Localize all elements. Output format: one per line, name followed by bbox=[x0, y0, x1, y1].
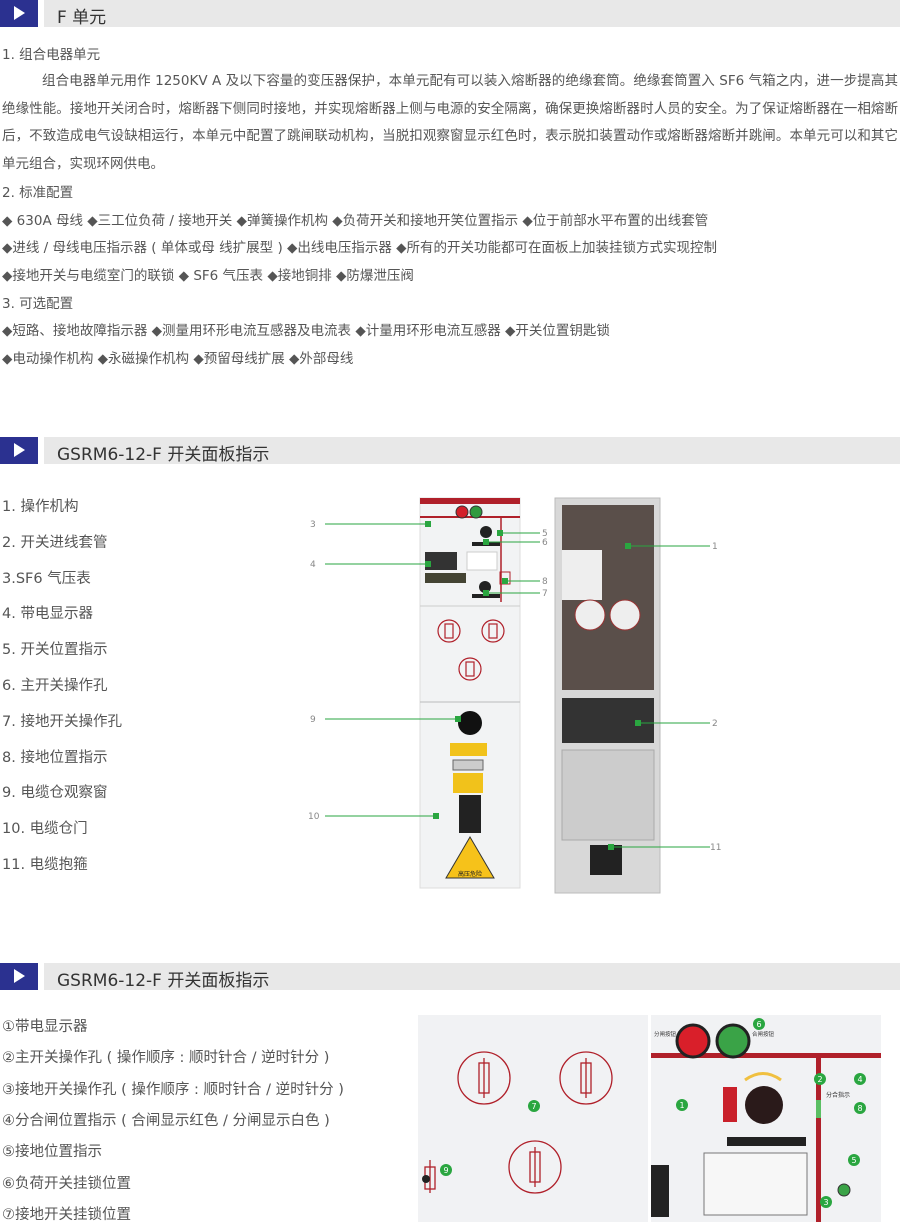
component-list-item: 3.SF6 气压表 bbox=[2, 570, 91, 587]
description-paragraph: 组合电器单元用作 1250KV A 及以下容量的变压器保护，本单元配有可以装入熔… bbox=[2, 73, 898, 173]
callout-label: 7 bbox=[542, 589, 548, 599]
marker-label: 5 bbox=[851, 1156, 856, 1165]
component-list-item: 8. 接地位置指示 bbox=[2, 749, 108, 766]
play-arrow-icon bbox=[0, 437, 38, 464]
section-header-f-unit: F 单元 bbox=[0, 0, 900, 28]
callout-label: 3 bbox=[310, 520, 316, 530]
close-button-label: 合闸按钮 bbox=[752, 1030, 775, 1038]
marker-label: 6 bbox=[756, 1020, 761, 1029]
callout-label: 8 bbox=[542, 577, 548, 587]
indicator-list-item: ④分合闸位置指示 ( 合闸显示红色 / 分闸显示白色 ) bbox=[2, 1112, 330, 1129]
component-list-item: 9. 电缆仓观察窗 bbox=[2, 785, 108, 802]
marker-label: 3 bbox=[823, 1198, 828, 1207]
callout-label: 5 bbox=[542, 529, 548, 539]
section-header-panel-indication-2: GSRM6-12-F 开关面板指示 bbox=[0, 963, 900, 991]
marker-label: 2 bbox=[817, 1075, 822, 1084]
callout-label: 10 bbox=[308, 812, 320, 822]
indicator-list-item: ②主开关操作孔 ( 操作顺序 : 顺时针合 / 逆时针分 ) bbox=[2, 1050, 330, 1067]
header-bar bbox=[44, 437, 900, 464]
section-title: F 单元 bbox=[57, 8, 107, 28]
indicator-list-item: ⑤接地位置指示 bbox=[2, 1144, 102, 1161]
warning-sign-text: 高压危险 bbox=[458, 870, 482, 878]
callout-label: 4 bbox=[310, 560, 316, 570]
component-list-item: 6. 主开关操作孔 bbox=[2, 678, 108, 694]
play-arrow-icon bbox=[0, 963, 38, 990]
open-button-label: 分闸按钮 bbox=[654, 1030, 677, 1038]
opt-config-line: ◆电动操作机构 ◆永磁操作机构 ◆预留母线扩展 ◆外部母线 bbox=[2, 351, 354, 367]
subheading-optional-config: 3. 可选配置 bbox=[2, 296, 74, 312]
component-list-item: 4. 带电显示器 bbox=[2, 606, 93, 623]
header-bar bbox=[44, 0, 900, 27]
marker-label: 4 bbox=[857, 1075, 862, 1084]
callout-label: 1 bbox=[712, 542, 718, 552]
component-list-item: 1. 操作机构 bbox=[2, 499, 79, 515]
section-title: GSRM6-12-F 开关面板指示 bbox=[57, 971, 270, 991]
callout-label: 11 bbox=[710, 843, 721, 853]
subheading-standard-config: 2. 标准配置 bbox=[2, 185, 74, 201]
component-list-item: 5. 开关位置指示 bbox=[2, 642, 108, 659]
section-title: GSRM6-12-F 开关面板指示 bbox=[57, 445, 270, 465]
indicator-label: 分合指示 bbox=[826, 1091, 850, 1099]
section-header-panel-indication: GSRM6-12-F 开关面板指示 bbox=[0, 437, 900, 465]
subheading-combined-unit: 1. 组合电器单元 bbox=[2, 47, 101, 63]
std-config-line: ◆接地开关与电缆室门的联锁 ◆ SF6 气压表 ◆接地铜排 ◆防爆泄压阀 bbox=[2, 268, 414, 284]
indicator-list-item: ①带电显示器 bbox=[2, 1019, 88, 1035]
callout-label: 2 bbox=[712, 719, 718, 729]
marker-label: 1 bbox=[679, 1101, 684, 1110]
std-config-line: ◆进线 / 母线电压指示器 ( 单体或母 线扩展型 ) ◆出线电压指示器 ◆所有… bbox=[2, 240, 718, 256]
callout-label: 9 bbox=[310, 715, 316, 725]
indicator-list-item: ⑥负荷开关挂锁位置 bbox=[2, 1175, 131, 1192]
component-list-item: 10. 电缆仓门 bbox=[2, 821, 88, 838]
component-list-item: 7. 接地开关操作孔 bbox=[2, 713, 122, 730]
component-list-item: 11. 电缆抱箍 bbox=[2, 857, 88, 873]
play-arrow-icon bbox=[0, 0, 38, 27]
indicator-list-item: ③接地开关操作孔 ( 操作顺序 : 顺时针合 / 逆时针分 ) bbox=[2, 1081, 344, 1098]
marker-label: 7 bbox=[531, 1102, 536, 1111]
marker-label: 9 bbox=[443, 1166, 448, 1175]
switchgear-panel-photo: 高压危险 3 4 5 6 8 7 9 10 1 2 11 bbox=[308, 497, 721, 894]
marker-label: 8 bbox=[857, 1104, 862, 1113]
opt-config-line: ◆短路、接地故障指示器 ◆测量用环形电流互感器及电流表 ◆计量用环形电流互感器 … bbox=[2, 323, 610, 339]
callout-label: 6 bbox=[542, 538, 548, 548]
header-bar bbox=[44, 963, 900, 990]
component-list-item: 2. 开关进线套管 bbox=[2, 534, 108, 551]
indicator-list-item: ⑦接地开关挂锁位置 bbox=[2, 1206, 131, 1223]
panel-closeup-photo: 分闸按钮 合闸按钮 分合指示 1 2 3 4 5 6 7 8 9 bbox=[418, 1015, 881, 1222]
std-config-line: ◆ 630A 母线 ◆三工位负荷 / 接地开关 ◆弹簧操作机构 ◆负荷开关和接地… bbox=[2, 213, 709, 229]
